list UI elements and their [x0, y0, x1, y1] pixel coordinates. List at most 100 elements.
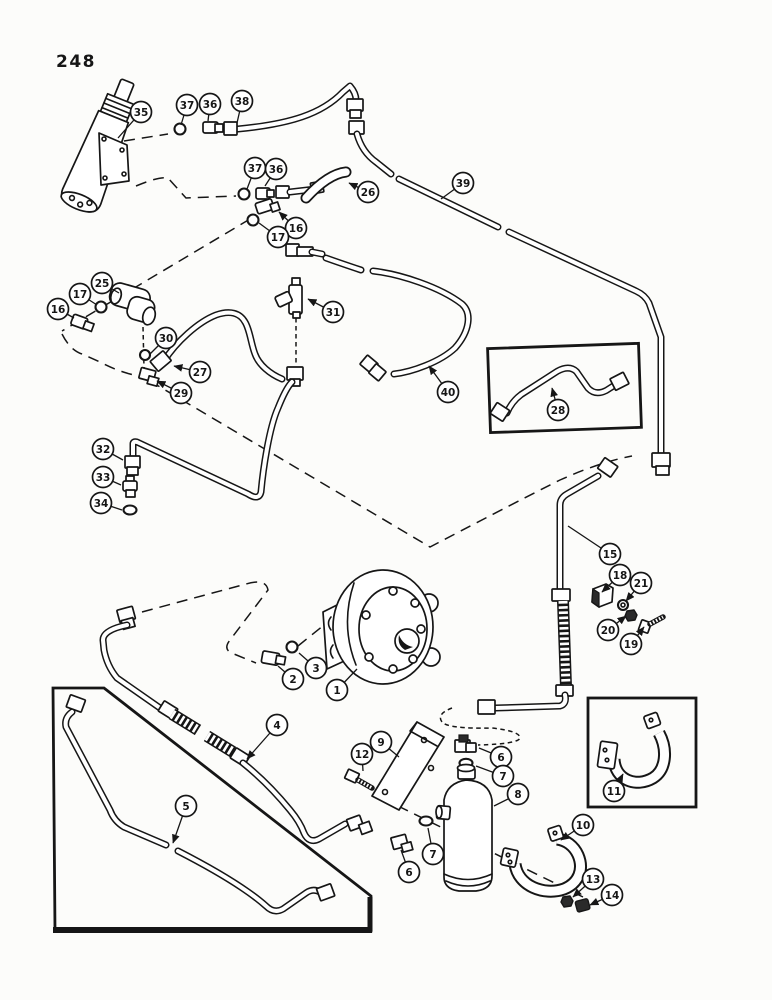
svg-text:14: 14 — [605, 890, 620, 902]
callout-16: 16 — [278, 211, 308, 240]
svg-text:18: 18 — [613, 570, 628, 582]
clamp-11-tab-left — [596, 740, 619, 770]
callout-5: 5 — [172, 794, 198, 844]
o-ring-37 — [173, 122, 187, 136]
svg-text:30: 30 — [159, 333, 174, 345]
steering-motor-35 — [60, 78, 135, 213]
tube-32-assembly — [122, 382, 292, 516]
callout-10: 10 — [560, 813, 595, 841]
svg-text:28: 28 — [551, 405, 566, 417]
hose-28-nut-right — [609, 371, 630, 392]
callout-40: 40 — [428, 365, 460, 404]
svg-text:9: 9 — [377, 737, 384, 749]
callout-27: 27 — [173, 360, 212, 384]
svg-text:11: 11 — [607, 786, 622, 798]
callout-34: 34 — [89, 491, 123, 515]
callout-35: 35 — [117, 100, 153, 139]
svg-text:37: 37 — [248, 163, 263, 175]
clamp-10-tab-right — [547, 824, 565, 842]
callout-32: 32 — [91, 437, 124, 461]
svg-text:36: 36 — [203, 99, 218, 111]
svg-text:35: 35 — [134, 107, 149, 119]
filter-canister — [443, 779, 493, 892]
dashed-assembly-lines — [61, 133, 633, 898]
inset-frame — [486, 341, 643, 435]
washer-21 — [616, 598, 630, 612]
o-ring-17b — [246, 213, 260, 227]
svg-text:17: 17 — [271, 232, 286, 244]
o-ring-7-bottom — [418, 815, 434, 827]
tube-38-nut — [223, 121, 238, 136]
callout-30: 30 — [149, 326, 178, 355]
svg-text:37: 37 — [180, 100, 195, 112]
callout-33: 33 — [91, 465, 122, 489]
callout-6: 6 — [397, 849, 421, 884]
callout-36: 36 — [264, 157, 288, 187]
hose-40 — [359, 271, 468, 382]
svg-text:34: 34 — [94, 498, 109, 510]
svg-text:17: 17 — [73, 289, 88, 301]
svg-text:31: 31 — [326, 307, 341, 319]
pump-shaft-hub — [394, 628, 420, 654]
tee-fitting-31 — [274, 277, 304, 387]
fitting-cluster-25 — [70, 282, 157, 333]
tubes-inset-box — [51, 605, 374, 933]
callout-12: 12 — [350, 742, 374, 772]
svg-text:1: 1 — [333, 685, 340, 697]
svg-text:7: 7 — [429, 849, 436, 861]
tube-39 — [348, 120, 671, 476]
inset-frame-11 — [586, 696, 698, 809]
callout-26: 26 — [348, 180, 380, 204]
svg-text:10: 10 — [576, 820, 591, 832]
callout-25: 25 — [90, 271, 120, 295]
svg-text:5: 5 — [182, 801, 189, 813]
tee-31-nut — [286, 366, 304, 381]
inset-box-11 — [586, 696, 698, 809]
callout-37: 37 — [243, 156, 267, 190]
svg-text:38: 38 — [235, 96, 250, 108]
callout-21: 21 — [625, 571, 653, 602]
nut-14 — [574, 898, 591, 913]
nut-13 — [560, 895, 574, 908]
callout-15: 15 — [567, 525, 622, 566]
callout-11: 11 — [602, 773, 626, 803]
mounting-plate — [98, 132, 130, 186]
svg-text:13: 13 — [586, 874, 601, 886]
bracket-9-assembly — [343, 721, 445, 811]
callout-14: 14 — [589, 883, 624, 907]
callout-6: 6 — [478, 745, 513, 769]
svg-text:32: 32 — [96, 444, 111, 456]
svg-text:7: 7 — [499, 771, 506, 783]
o-ring-34 — [122, 504, 138, 516]
callout-2: 2 — [277, 665, 305, 691]
callout-19: 19 — [619, 626, 645, 656]
svg-text:3: 3 — [312, 663, 319, 675]
bracket-9 — [371, 721, 445, 811]
o-ring-3 — [285, 640, 299, 654]
svg-text:40: 40 — [441, 387, 456, 399]
svg-text:16: 16 — [51, 304, 66, 316]
tube-39-end-nut — [651, 452, 671, 468]
svg-text:6: 6 — [405, 867, 412, 879]
tube-27-assembly — [138, 313, 282, 388]
clamp-10-assembly — [499, 824, 591, 913]
callout-1: 1 — [325, 668, 358, 702]
o-ring-30 — [138, 348, 152, 362]
svg-text:6: 6 — [497, 752, 504, 764]
hose-26-assembly — [237, 166, 362, 270]
filter-8-assembly — [390, 734, 493, 892]
svg-text:39: 39 — [456, 178, 471, 190]
hose-40-nut — [368, 363, 387, 382]
tube-27-nut — [149, 350, 172, 372]
callout-17: 17 — [258, 222, 290, 249]
callout-4: 4 — [246, 713, 289, 760]
o-ring-37b — [237, 187, 251, 201]
svg-text:26: 26 — [361, 187, 376, 199]
callout-31: 31 — [307, 298, 345, 324]
svg-text:16: 16 — [289, 223, 304, 235]
callout-20: 20 — [596, 615, 627, 642]
callout-29: 29 — [156, 380, 193, 405]
